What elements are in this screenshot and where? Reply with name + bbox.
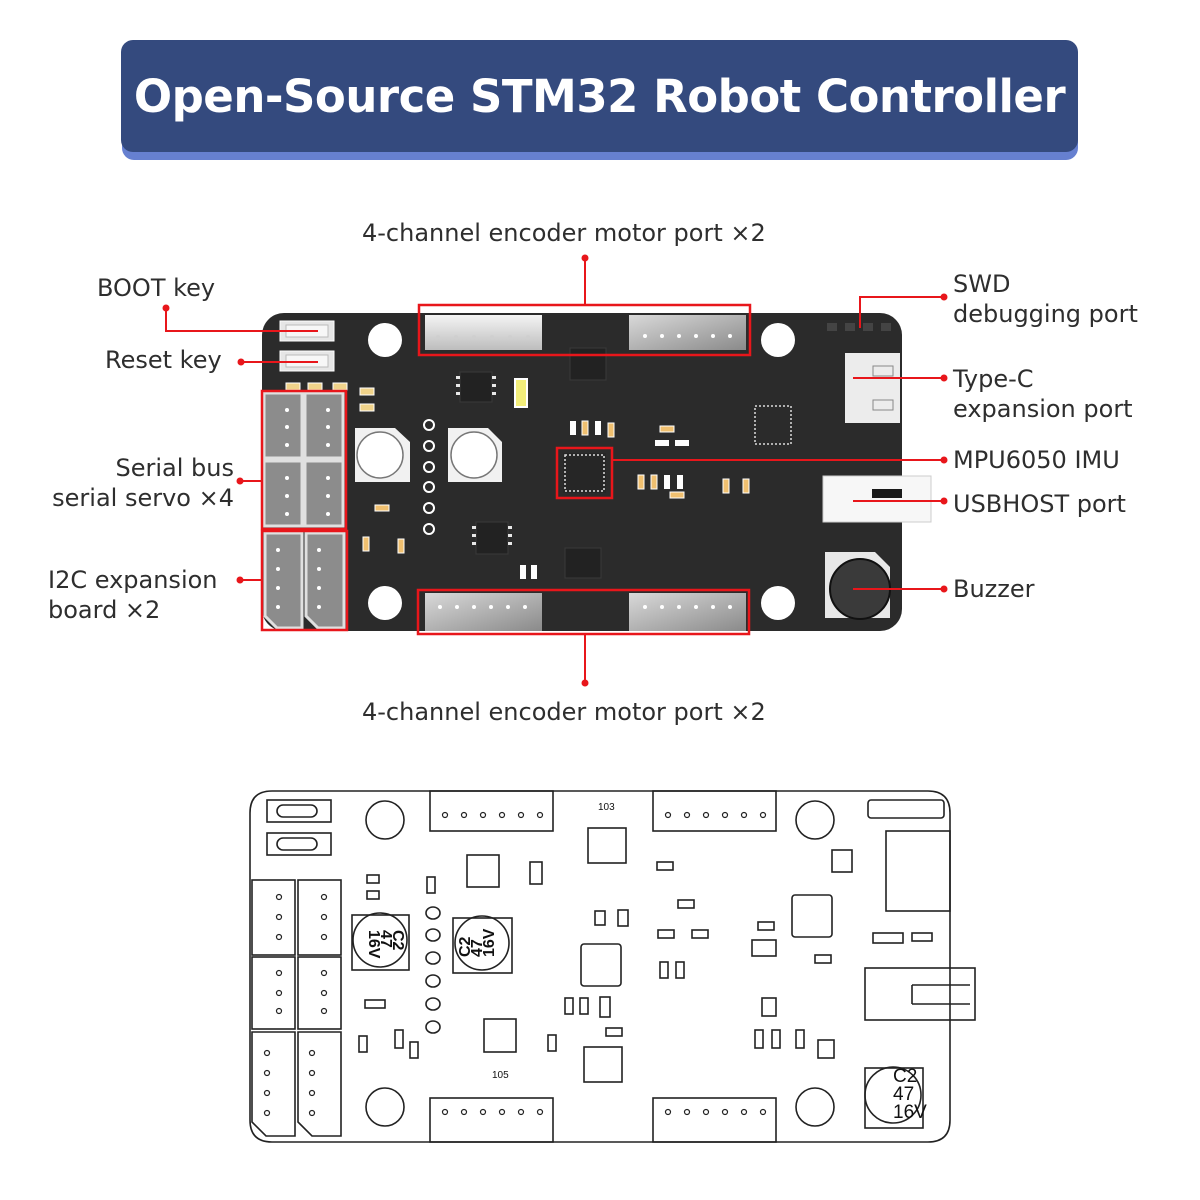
outline-capacitor bbox=[352, 912, 408, 968]
usbhost-connector[interactable] bbox=[822, 475, 932, 523]
label-typec: Type-C expansion port bbox=[953, 364, 1133, 424]
swd-header[interactable] bbox=[827, 323, 891, 331]
mounting-hole bbox=[761, 323, 795, 357]
label-i2c-line2: board ×2 bbox=[48, 596, 161, 624]
outline-servo-port bbox=[251, 879, 296, 956]
outline-mounting-hole bbox=[795, 800, 835, 840]
label-swd-line1: SWD bbox=[953, 270, 1011, 298]
outline-servo-port bbox=[297, 956, 342, 1030]
encoder-port-top-right[interactable] bbox=[629, 315, 746, 350]
serial-servo-highlight bbox=[260, 389, 348, 531]
label-serial-servo-line1: Serial bus bbox=[115, 454, 235, 482]
label-encoder-top: 4-channel encoder motor port ×2 bbox=[362, 219, 766, 247]
outline-capacitor-label: 16V bbox=[365, 930, 382, 959]
typec-connector[interactable] bbox=[845, 353, 900, 423]
outline-resistor-code: 105 bbox=[492, 1070, 509, 1081]
outline-chip bbox=[583, 1046, 623, 1083]
capacitor bbox=[448, 428, 502, 482]
outline-capacitor-label: 16V bbox=[481, 928, 498, 957]
pcb-photo-diagram bbox=[162, 254, 948, 687]
label-swd-line2: debugging port bbox=[953, 300, 1138, 328]
label-encoder-bottom: 4-channel encoder motor port ×2 bbox=[362, 698, 766, 726]
outline-i2c-port bbox=[297, 1031, 342, 1137]
label-i2c: I2C expansion board ×2 bbox=[48, 565, 218, 625]
label-usbhost: USBHOST port bbox=[953, 490, 1126, 518]
label-boot-key: BOOT key bbox=[97, 274, 216, 302]
outline-encoder-port bbox=[429, 1097, 554, 1143]
i2c-ports[interactable] bbox=[263, 531, 346, 630]
outline-mounting-hole bbox=[365, 800, 405, 840]
mounting-hole bbox=[368, 323, 402, 357]
label-i2c-line1: I2C expansion bbox=[48, 566, 218, 594]
outline-resistor-code: 103 bbox=[598, 802, 615, 813]
outline-typec bbox=[885, 830, 951, 912]
outline-capacitor-label: C2 bbox=[457, 936, 474, 957]
label-swd: SWD debugging port bbox=[953, 269, 1138, 329]
chip-pins bbox=[456, 376, 512, 545]
encoder-bottom-highlight bbox=[416, 588, 751, 636]
outline-encoder-port bbox=[652, 790, 777, 832]
callout-lines bbox=[165, 258, 944, 683]
outline-encoder-port bbox=[429, 790, 554, 832]
led-column bbox=[423, 419, 435, 535]
ic-chips bbox=[459, 347, 607, 579]
outline-usbhost bbox=[864, 967, 976, 1021]
outline-chip bbox=[466, 854, 500, 888]
label-buzzer: Buzzer bbox=[953, 575, 1035, 603]
encoder-port-bottom-right[interactable] bbox=[629, 593, 746, 631]
outline-capacitor-label: C2 bbox=[389, 930, 406, 951]
outline-mcu bbox=[791, 894, 833, 938]
serial-servo-ports[interactable] bbox=[262, 391, 345, 528]
mounting-hole bbox=[761, 586, 795, 620]
outline-capacitor-label: 47 bbox=[893, 1084, 914, 1105]
outline-servo-port bbox=[251, 956, 296, 1030]
outline-capacitor-label: 47 bbox=[469, 939, 486, 957]
mounting-hole bbox=[368, 586, 402, 620]
outline-servo-port bbox=[297, 879, 342, 956]
outline-board-edge bbox=[249, 790, 951, 1143]
mounting-holes bbox=[368, 323, 795, 620]
outline-capacitor-label: C2 bbox=[893, 1066, 917, 1087]
imu-highlight bbox=[555, 446, 614, 500]
buzzer-component[interactable] bbox=[825, 552, 891, 620]
outline-capacitor bbox=[864, 1066, 922, 1124]
encoder-port-top-left[interactable] bbox=[425, 315, 542, 350]
outline-capacitor bbox=[454, 915, 510, 971]
outline-chip bbox=[587, 827, 627, 864]
title-banner: Open-Source STM32 Robot Controller bbox=[121, 40, 1078, 152]
outline-mcu bbox=[580, 943, 622, 987]
label-serial-servo: Serial bus serial servo ×4 bbox=[52, 453, 234, 513]
smd-components bbox=[285, 382, 750, 579]
label-typec-line2: expansion port bbox=[953, 395, 1133, 423]
outline-capacitor-label: 47 bbox=[377, 930, 394, 948]
label-reset-key: Reset key bbox=[105, 346, 222, 374]
outline-mounting-hole bbox=[365, 1087, 405, 1127]
outline-reset-key bbox=[266, 832, 332, 856]
mpu6050-chip[interactable] bbox=[563, 453, 606, 493]
label-imu: MPU6050 IMU bbox=[953, 446, 1120, 474]
outline-swd-header bbox=[867, 799, 945, 819]
label-typec-line1: Type-C bbox=[953, 365, 1034, 393]
label-serial-servo-line2: serial servo ×4 bbox=[52, 484, 234, 512]
callout-dots bbox=[162, 254, 948, 687]
outline-connector-pins bbox=[263, 811, 767, 1117]
outline-mounting-hole bbox=[795, 1087, 835, 1127]
outline-i2c-port bbox=[251, 1031, 296, 1137]
page-title: Open-Source STM32 Robot Controller bbox=[133, 69, 1066, 123]
encoder-port-bottom-left[interactable] bbox=[425, 593, 542, 631]
outline-capacitor-label: 16V bbox=[893, 1102, 927, 1123]
outline-encoder-port bbox=[652, 1097, 777, 1143]
power-led bbox=[514, 378, 528, 408]
outline-chip bbox=[483, 1018, 517, 1053]
mcu-chip bbox=[754, 405, 792, 445]
outline-boot-key bbox=[266, 799, 332, 823]
capacitor bbox=[355, 428, 410, 482]
